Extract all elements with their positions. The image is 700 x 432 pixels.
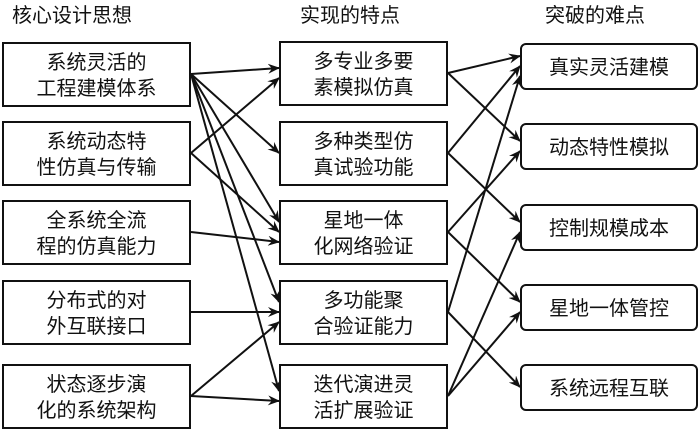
middle-column-title: 实现的特点 <box>300 3 400 27</box>
left-middle-arrow-5-to-4 <box>190 321 280 397</box>
middle-box-2-line-2: 真试验功能 <box>313 154 414 179</box>
middle-box-1: 多专业多要 素模拟仿真 <box>279 41 448 106</box>
left-box-2-line-1: 系统动态特 <box>46 128 147 153</box>
left-box-4-line-2: 外互联接口 <box>46 313 147 338</box>
left-box-5-line-2: 化的系统架构 <box>36 397 157 422</box>
left-box-1-line-2: 工程建模体系 <box>36 75 157 100</box>
middle-right-arrow-1-to-1 <box>447 53 521 74</box>
right-box-1-label: 真实灵活建模 <box>549 54 669 79</box>
left-box-1: 系统灵活的 工程建模体系 <box>2 42 191 107</box>
middle-box-3: 星地一体 化网络验证 <box>279 200 448 265</box>
left-middle-arrow-1-to-2 <box>190 73 280 154</box>
left-middle-arrow-1-to-4 <box>190 73 280 303</box>
middle-box-5-line-1: 迭代演进灵 <box>313 371 414 396</box>
middle-box-3-line-1: 星地一体 <box>323 207 404 232</box>
right-box-2-label: 动态特性模拟 <box>549 134 669 159</box>
left-box-5: 状态逐步演 化的系统架构 <box>2 364 191 429</box>
left-middle-arrow-1-to-5 <box>190 73 281 392</box>
middle-box-5-line-2: 活扩展验证 <box>313 397 414 422</box>
left-box-4: 分布式的对 外互联接口 <box>2 280 191 345</box>
left-middle-arrow-1-to-1 <box>190 63 280 75</box>
middle-box-2-line-1: 多种类型仿 <box>313 128 414 153</box>
right-box-5: 系统远程互联 <box>520 364 698 411</box>
left-box-4-line-1: 分布式的对 <box>46 287 147 312</box>
right-box-3-label: 控制规模成本 <box>549 215 669 240</box>
right-box-4-label: 星地一体管控 <box>549 295 669 320</box>
middle-box-5: 迭代演进灵 活扩展验证 <box>279 364 448 429</box>
left-box-2-line-2: 性仿真与传输 <box>36 154 157 179</box>
left-box-3-line-2: 程的仿真能力 <box>36 233 157 258</box>
right-box-5-label: 系统远程互联 <box>549 375 669 400</box>
right-box-3: 控制规模成本 <box>520 204 698 251</box>
left-box-3: 全系统全流 程的仿真能力 <box>2 200 191 265</box>
left-middle-arrow-3-to-3 <box>190 231 280 246</box>
middle-right-arrow-5-to-3 <box>447 231 521 397</box>
middle-right-arrow-2-to-3 <box>447 152 521 223</box>
left-middle-arrow-2-to-3 <box>190 152 280 233</box>
right-box-1: 真实灵活建模 <box>520 43 698 90</box>
left-middle-arrow-2-to-1 <box>190 77 280 154</box>
right-box-2: 动态特性模拟 <box>520 123 698 170</box>
middle-box-4-line-1: 多功能聚 <box>323 287 404 312</box>
middle-right-arrow-5-to-4 <box>447 311 521 397</box>
left-box-5-line-1: 状态逐步演 <box>46 371 147 396</box>
right-box-4: 星地一体管控 <box>520 284 698 331</box>
middle-box-4: 多功能聚 合验证能力 <box>279 280 448 345</box>
middle-right-arrow-2-to-1 <box>447 65 521 154</box>
middle-box-2: 多种类型仿 真试验功能 <box>279 121 448 186</box>
middle-right-arrow-3-to-4 <box>447 231 521 303</box>
middle-right-arrow-4-to-5 <box>447 311 521 388</box>
left-box-1-line-1: 系统灵活的 <box>46 49 147 74</box>
middle-box-1-line-2: 素模拟仿真 <box>313 74 414 99</box>
middle-box-3-line-2: 化网络验证 <box>313 233 414 258</box>
left-middle-arrow-5-to-5 <box>190 395 280 406</box>
left-box-3-line-1: 全系统全流 <box>46 207 147 232</box>
left-middle-arrow-1-to-3 <box>190 73 280 223</box>
right-column-title: 突破的难点 <box>545 3 645 27</box>
middle-right-arrow-1-to-2 <box>447 72 521 142</box>
left-box-2: 系统动态特 性仿真与传输 <box>2 121 191 186</box>
middle-right-arrow-4-to-1 <box>447 75 522 313</box>
left-column-title: 核心设计思想 <box>12 3 132 27</box>
middle-box-4-line-2: 合验证能力 <box>313 313 414 338</box>
middle-box-1-line-1: 多专业多要 <box>313 48 414 73</box>
